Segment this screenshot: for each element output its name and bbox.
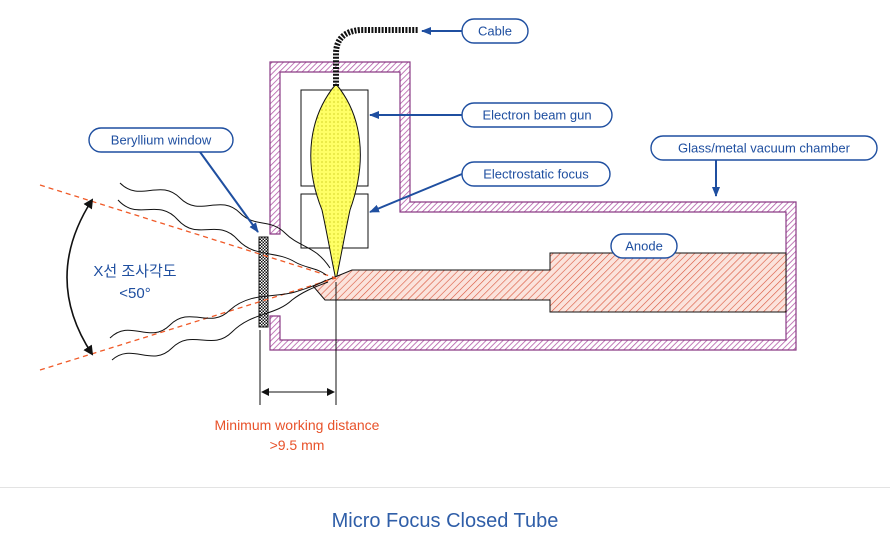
beryllium-arrow <box>199 151 259 233</box>
vacuum-chamber-wall <box>269 61 797 351</box>
angle-label-line1: X선 조사각도 <box>93 263 176 280</box>
diagram-caption: Micro Focus Closed Tube <box>331 510 559 532</box>
beryllium-window <box>258 236 269 328</box>
svg-text:Beryllium window: Beryllium window <box>111 133 212 148</box>
label-electrostatic-focus: Electrostatic focus <box>461 161 611 187</box>
svg-text:Glass/metal vacuum chamber: Glass/metal vacuum chamber <box>678 141 851 156</box>
svg-text:Cable: Cable <box>478 24 512 39</box>
xray-cone-upper-edge <box>39 184 337 279</box>
svg-text:Electron beam gun: Electron beam gun <box>482 108 591 123</box>
label-cable: Cable <box>461 18 529 44</box>
label-vacuum-chamber: Glass/metal vacuum chamber <box>650 135 878 161</box>
xray-cone-lower-edge <box>39 277 337 371</box>
distance-label-line2: >9.5 mm <box>270 437 325 453</box>
electron-beam <box>310 83 361 281</box>
micro-focus-tube-diagram: Cable Electron beam gun Beryllium window… <box>39 18 878 453</box>
angle-label-line2: <50° <box>119 285 150 302</box>
label-beryllium-window: Beryllium window <box>88 127 234 153</box>
working-distance-dimension <box>259 282 337 405</box>
label-anode: Anode <box>610 233 678 259</box>
distance-label-line1: Minimum working distance <box>215 417 380 433</box>
label-electron-beam-gun: Electron beam gun <box>461 102 613 128</box>
svg-text:Electrostatic focus: Electrostatic focus <box>483 167 589 182</box>
anode <box>312 252 787 313</box>
svg-text:Anode: Anode <box>625 239 663 254</box>
caption-divider <box>0 487 890 488</box>
cable <box>333 27 418 86</box>
emission-angle-arc <box>66 198 94 356</box>
xray-emission-waves <box>109 182 331 361</box>
focus-arrow <box>369 173 463 213</box>
